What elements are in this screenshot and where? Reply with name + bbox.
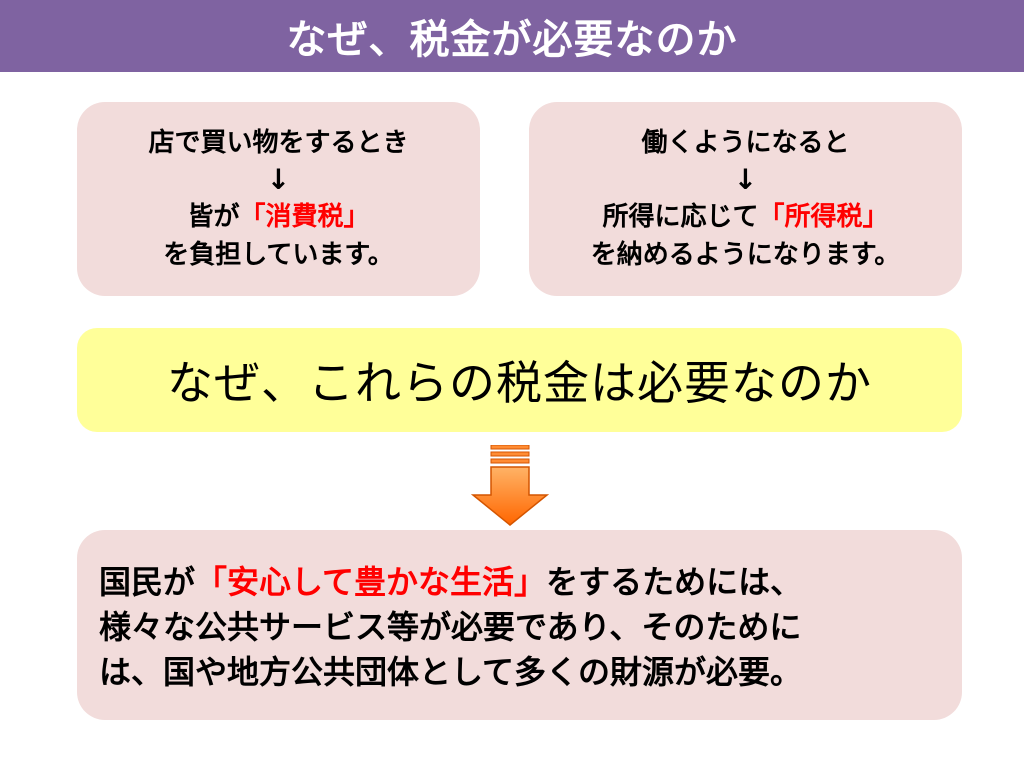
income-tax-line-1: 働くようになると (641, 128, 850, 158)
page-title: なぜ、税金が必要なのか (286, 17, 738, 63)
arrow-stripe (490, 451, 530, 457)
answer-highlight: 「安心して豊かな生活」 (195, 563, 547, 601)
answer-line-1: 国民が「安心して豊かな生活」をするためには、 (99, 560, 942, 605)
consumption-tax-line-3: を負担しています。 (163, 240, 394, 270)
arrow-body (471, 466, 549, 526)
consumption-tax-highlight: 「消費税」 (239, 202, 370, 232)
arrow-stripe (490, 445, 530, 450)
question-box: なぜ、これらの税金は必要なのか (77, 328, 962, 432)
consumption-tax-line-2-prefix: 皆が (187, 202, 240, 232)
answer-line-3: は、国や地方公共団体として多くの財源が必要。 (99, 653, 803, 691)
answer-box: 国民が「安心して豊かな生活」をするためには、 様々な公共サービス等が必要であり、… (77, 530, 962, 720)
answer-line-1-prefix: 国民が (99, 563, 196, 601)
consumption-tax-box-content: 店で買い物をするとき ↓ 皆が「消費税」 を負担しています。 (77, 102, 480, 296)
question-text: なぜ、これらの税金は必要なのか (167, 356, 872, 410)
income-tax-highlight: 「所得税」 (758, 202, 889, 232)
down-arrow-icon (471, 445, 549, 526)
consumption-tax-line-1: 店で買い物をするとき (148, 128, 409, 158)
income-tax-box-content: 働くようになると ↓ 所得に応じて「所得税」 を納めるようになります。 (529, 102, 962, 296)
income-tax-line-2: 所得に応じて「所得税」 (602, 198, 888, 236)
small-down-arrow-icon: ↓ (733, 163, 758, 196)
income-tax-line-3: を納めるようになります。 (590, 240, 901, 270)
income-tax-box: 働くようになると ↓ 所得に応じて「所得税」 を納めるようになります。 (529, 102, 962, 296)
title-bar: なぜ、税金が必要なのか (0, 0, 1024, 72)
answer-line-2: 様々な公共サービス等が必要であり、そのために (99, 608, 802, 646)
answer-line-1-suffix: をするためには、 (546, 563, 803, 601)
arrow-stripe (490, 458, 530, 464)
consumption-tax-line-2: 皆が「消費税」 (187, 198, 369, 236)
small-down-arrow-icon: ↓ (266, 163, 291, 196)
income-tax-line-2-prefix: 所得に応じて (602, 202, 759, 232)
consumption-tax-box: 店で買い物をするとき ↓ 皆が「消費税」 を負担しています。 (77, 102, 480, 296)
